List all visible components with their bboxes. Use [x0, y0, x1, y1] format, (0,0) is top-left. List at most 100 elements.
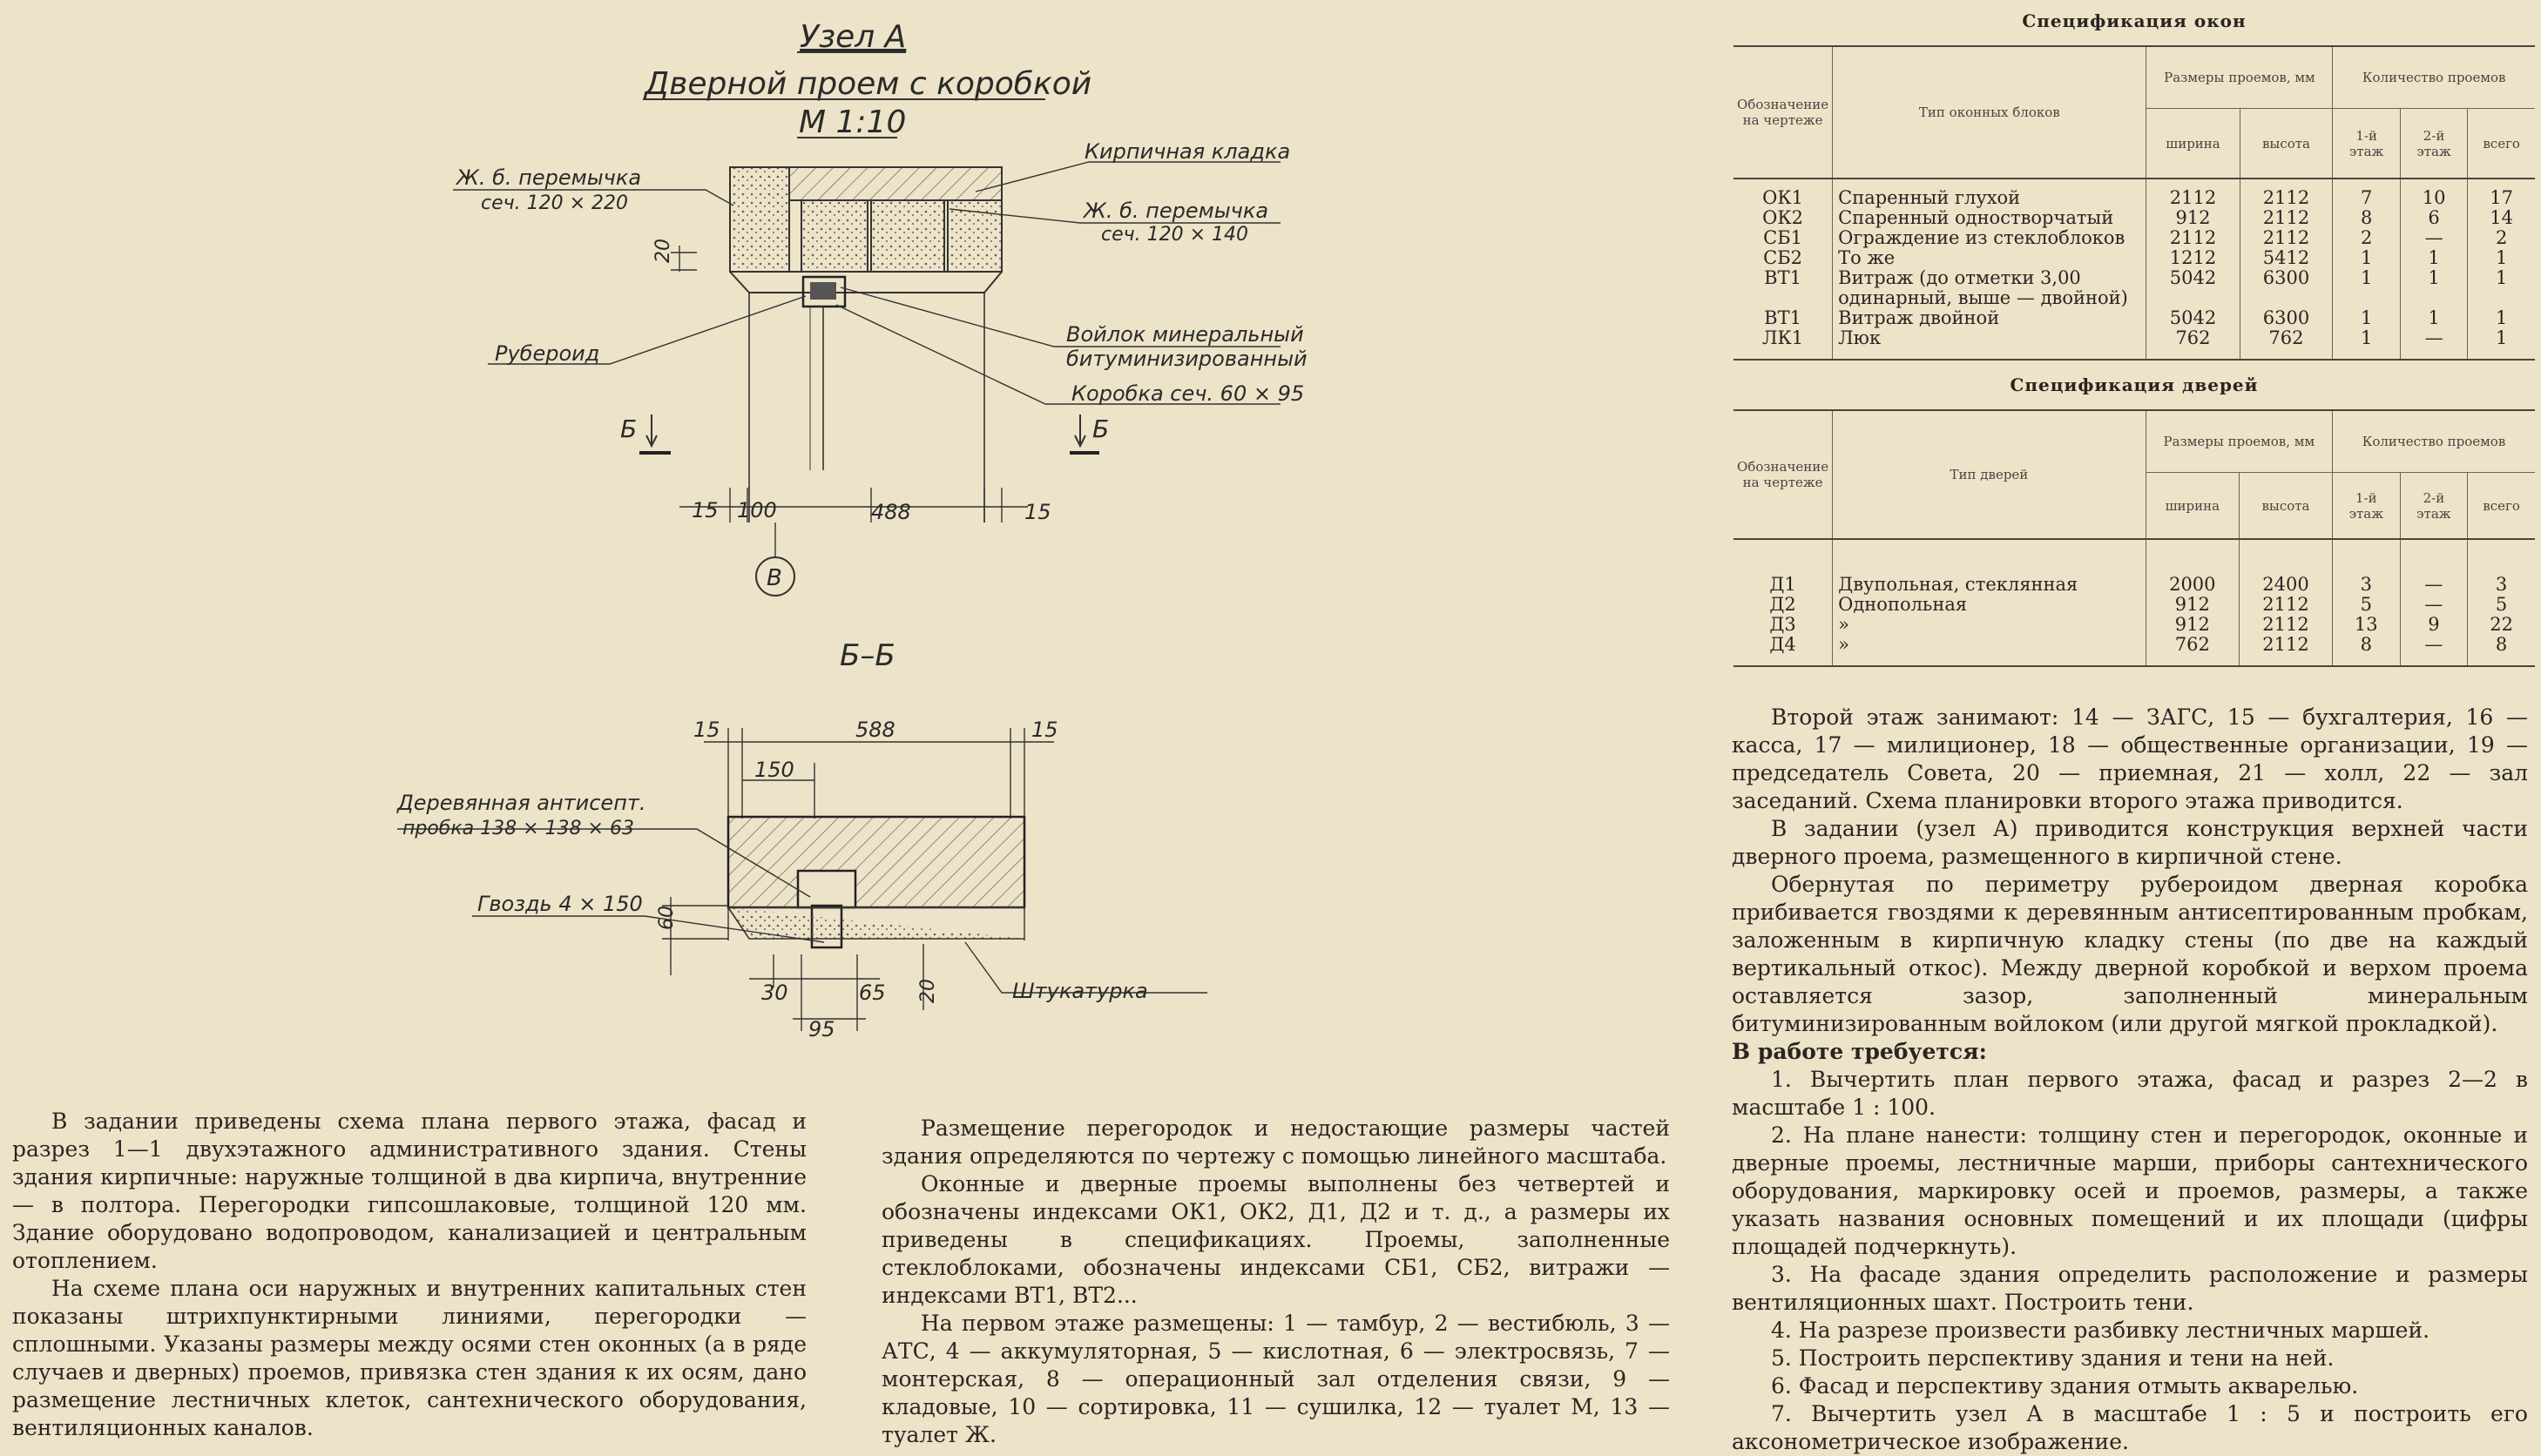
cell-w: 2112	[2146, 179, 2240, 208]
d-h-f2: 2-й этаж	[2400, 472, 2469, 539]
sdim-15b: 15	[1031, 718, 1058, 742]
text-column-middle: Размещение перегородок и недостающие раз…	[882, 1115, 1670, 1449]
cell-code: ОК1	[1733, 179, 1834, 208]
paragraph: Оконные и дверные проемы выполнены без ч…	[882, 1171, 1670, 1308]
cell-f2: —	[2400, 539, 2469, 595]
cell-h: 6300	[2240, 308, 2334, 328]
scale-title: М 1:10	[799, 104, 906, 140]
cell-type: »	[1832, 635, 2146, 655]
label-lintel-1-sec: сеч. 120 × 220	[481, 192, 628, 214]
paragraph: В задании приведены схема плана первого …	[12, 1109, 807, 1273]
dim-20: 20	[652, 239, 674, 263]
paragraph: На схеме плана оси наружных и внутренних…	[12, 1276, 807, 1440]
cell-f2: 1	[2400, 308, 2469, 328]
cell-type: То же	[1832, 248, 2147, 268]
cell-t: 1	[2495, 307, 2508, 328]
label-plaster: Штукатурка	[1012, 979, 1148, 1003]
cell-h: 2112	[2239, 635, 2334, 655]
cell-t: 1	[2495, 327, 2508, 348]
label-plug-2: пробка 138 × 138 × 63	[402, 818, 634, 839]
section-title: Б–Б	[840, 638, 895, 673]
node-a-drawing: Узел А Дверной проем с коробкой М 1:10 2…	[396, 19, 1308, 1041]
cell-code: Д3	[1733, 615, 1834, 635]
cell-code: СБ2	[1733, 248, 1834, 268]
cell-code: ОК2	[1733, 208, 1834, 228]
text-column-right: Второй этаж занимают: 14 — ЗАГС, 15 — бу…	[1732, 704, 2528, 1456]
requirement-item: 4. На разрезе произвести разбивку лестни…	[1771, 1318, 2430, 1343]
dim-488: 488	[871, 500, 911, 524]
cell-w: 912	[2146, 615, 2240, 635]
door-title: Дверной проем с коробкой	[643, 66, 1091, 102]
cell-code: СБ1	[1733, 228, 1834, 248]
cell-f2: 1	[2400, 248, 2469, 268]
cell-type: Однопольная	[1832, 595, 2146, 615]
cell-type: Двупольная, стеклянная	[1832, 539, 2146, 595]
cell-f1: 13	[2332, 615, 2401, 635]
w-h-size: Размеры проемов, мм	[2146, 46, 2334, 109]
cell-type: »	[1832, 615, 2146, 635]
label-frame: Коробка сеч. 60 × 95	[1071, 381, 1304, 406]
cell-type: Витраж (до отметки 3,00 одинарный, выше …	[1832, 268, 2147, 308]
w-h-qty: Количество проемов	[2332, 46, 2535, 109]
cell-t: 1	[2495, 267, 2508, 288]
sdim-150: 150	[754, 758, 794, 782]
section-bb	[397, 728, 1207, 1031]
cell-f1: 8	[2332, 635, 2401, 655]
cell-type: Ограждение из стеклоблоков	[1832, 228, 2147, 248]
d-h-height: высота	[2239, 472, 2334, 539]
label-brick: Кирпичная кладка	[1085, 139, 1290, 164]
w-h-f2: 2-й этаж	[2400, 108, 2469, 179]
cell-t: 8	[2495, 634, 2508, 655]
cell-type: Люк	[1832, 328, 2147, 348]
w-h-code: Обозначение на чертеже	[1733, 46, 1834, 179]
label-nail: Гвоздь 4 × 150	[477, 892, 643, 916]
paragraph: На первом этаже размещены: 1 — тамбур, 2…	[882, 1311, 1670, 1447]
cell-w: 2112	[2146, 228, 2240, 248]
d-h-width: ширина	[2146, 472, 2240, 539]
node-title: Узел А	[800, 19, 906, 55]
sdim-95: 95	[808, 1017, 835, 1041]
cut-b-left: Б	[620, 415, 637, 443]
d-h-qty: Количество проемов	[2332, 410, 2535, 473]
d-h-total: всего	[2467, 472, 2535, 539]
cell-w: 912	[2146, 208, 2240, 228]
cell-h: 2112	[2240, 179, 2334, 208]
label-lintel-2-sec: сеч. 120 × 140	[1101, 224, 1248, 246]
cell-f1: 8	[2332, 208, 2401, 228]
sdim-30: 30	[761, 981, 788, 1005]
cell-f2: —	[2400, 635, 2469, 655]
axis-b-label: В	[767, 565, 782, 591]
cell-t: 2	[2495, 227, 2508, 248]
cell-w: 5042	[2146, 308, 2240, 328]
cell-f1: 1	[2332, 308, 2401, 328]
cell-f1: 3	[2332, 539, 2401, 595]
requirement-item: 7. Вычертить узел А в масштабе 1 : 5 и п…	[1732, 1401, 2528, 1454]
cell-f2: 1	[2400, 268, 2469, 308]
cell-code: ВТ1	[1733, 268, 1834, 308]
sdim-588: 588	[855, 718, 895, 742]
table-padding-row	[1733, 348, 2535, 360]
sdim-60: 60	[656, 906, 678, 930]
cell-h: 2112	[2240, 228, 2334, 248]
cell-t: 17	[2490, 187, 2514, 208]
cell-t: 14	[2490, 207, 2514, 228]
cell-f2: —	[2400, 595, 2469, 615]
paragraph: Обернутая по периметру рубероидом дверна…	[1732, 872, 2528, 1036]
label-felt-1: Войлок минеральный	[1066, 322, 1304, 347]
d-h-f1: 1-й этаж	[2332, 472, 2401, 539]
text-column-left: В задании приведены схема плана первого …	[12, 1108, 807, 1442]
cell-type: Спаренный одностворчатый	[1832, 208, 2147, 228]
paragraph: Второй этаж занимают: 14 — ЗАГС, 15 — бу…	[1732, 704, 2528, 813]
label-lintel-1: Ж. б. перемычка	[455, 165, 641, 190]
cell-code: Д2	[1733, 595, 1834, 615]
w-h-height: высота	[2240, 108, 2334, 179]
requirement-item: 3. На фасаде здания определить расположе…	[1732, 1262, 2528, 1315]
cell-w: 762	[2146, 635, 2240, 655]
